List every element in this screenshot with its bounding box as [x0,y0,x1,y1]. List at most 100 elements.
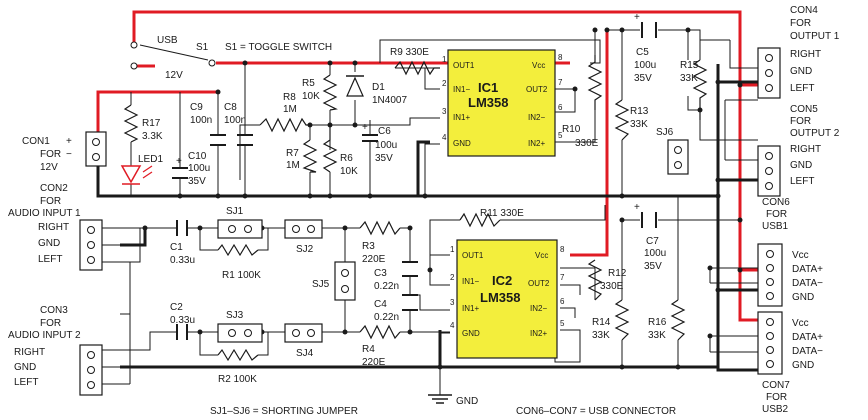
capacitor-c5: + C5 100u 35V [634,12,657,84]
ic1-name: IC1 [478,80,498,95]
s1-note: S1 = TOGGLE SWITCH [225,42,332,53]
resistor-r6: R6 10K [322,125,358,177]
con7-vcc: Vcc [792,318,809,329]
con5-left: LEFT [790,176,814,187]
capacitor-c7: + C7 100u 35V [634,202,666,272]
r7-label: R7 [286,148,299,159]
resistor-r15: R15 33K [680,59,708,120]
r13-value: 33K [630,119,648,130]
jumper-sj5: SJ5 [312,261,356,301]
con1-for: FOR [40,149,61,160]
ic2-pin-in1p: IN1+ [462,304,479,313]
r8-label: R8 [283,92,296,103]
ic1-pin-out1: OUT1 [453,61,475,70]
r14-value: 33K [592,330,610,341]
con7-gnd: GND [792,360,814,371]
c1-value: 0.33u [170,255,195,266]
r14-label: R14 [592,317,611,328]
ground-bus [96,64,758,372]
ic2-num-7: 7 [560,273,565,282]
c8-label: C8 [224,102,237,113]
con3-right: RIGHT [14,347,45,358]
ic2-pin-out2: OUT2 [528,279,550,288]
jumper-sj3: SJ3 [217,310,263,343]
sj6-label: SJ6 [656,127,674,138]
resistor-r3: R3 220E [359,220,401,265]
connector-con1: CON1 + FOR − 12V [22,131,107,173]
con6-gnd: GND [792,292,814,303]
con1-minus: − [66,149,72,160]
c4-label: C4 [374,299,387,310]
ic1-num-6: 6 [558,103,563,112]
sj4-label: SJ4 [296,348,314,359]
ic2-pin-out1: OUT1 [462,251,484,260]
sj2-label: SJ2 [296,244,314,255]
ic2-num-2: 2 [450,273,455,282]
ic1-pin-gnd: GND [453,139,471,148]
c10-label: C10 [188,151,207,162]
r9-label: R9 330E [390,47,429,58]
ic1-pin-out2: OUT2 [526,85,548,94]
con4-gnd: GND [790,66,812,77]
c3-label: C3 [374,268,387,279]
c6-value: 100u [375,140,397,151]
con2-label: CON2 [40,183,68,194]
c2-label: C2 [170,302,183,313]
con2-left: LEFT [38,254,62,265]
r13-label: R13 [630,106,649,117]
r10-label: R10 [562,124,581,135]
con3-gnd: GND [14,362,36,373]
con4-right: RIGHT [790,49,821,60]
c5-value: 100u [634,60,656,71]
con4-purpose: OUTPUT 1 [790,31,840,42]
r4-label: R4 [362,344,375,355]
resistor-r17: R17 3.3K [123,104,163,143]
con7-data-plus: DATA+ [792,332,823,343]
con2-right: RIGHT [38,222,69,233]
r17-value: 3.3K [142,131,163,142]
con4-label: CON4 [790,5,818,16]
gnd-label: GND [456,396,478,407]
c7-label: C7 [646,236,659,247]
con3-label: CON3 [40,305,68,316]
r15-value: 33K [680,73,698,84]
d1-value: 1N4007 [372,95,407,106]
s1-label: S1 [196,42,209,53]
capacitor-c10: + C10 100u 35V [172,151,210,187]
r7-value: 1M [286,160,300,171]
d1-label: D1 [372,82,385,93]
resistor-r12: R12 330E [587,259,627,301]
resistor-r7: R7 1M [286,139,318,173]
con6-purpose: USB1 [762,221,789,232]
r1-label: R1 100K [222,270,261,281]
c6-plus: + [362,122,368,133]
con6-data-minus: DATA− [792,278,823,289]
connector-note: CON6–CON7 = USB CONNECTOR [516,406,676,417]
jumper-sj1: SJ1 [217,206,263,239]
jumper-sj4: SJ4 [284,323,323,359]
capacitor-c8: C8 100n [224,102,253,146]
con6-label: CON6 [762,197,790,208]
resistor-r1: R1 100K [217,243,261,281]
ic1-pin-in1m: IN1− [453,85,470,94]
ic1-num-2: 2 [442,79,447,88]
c9-value: 100n [190,115,212,126]
con4-for: FOR [790,18,811,29]
resistor-r4: R4 220E [359,324,401,368]
resistor-r9: R9 330E [390,47,440,76]
capacitor-c9: C9 100n [190,102,226,146]
ic2-pin-in2m: IN2− [530,304,547,313]
connector-con6: CON6 FOR USB1 Vcc DATA+ DATA− GND [757,197,823,307]
ic1-pin-in2p: IN2+ [528,139,545,148]
c7-value: 100u [644,248,666,259]
con2-purpose: AUDIO INPUT 1 [8,208,81,219]
ic2-name: IC2 [492,273,512,288]
con6-data-plus: DATA+ [792,264,823,275]
led1-label: LED1 [138,154,163,165]
r12-label: R12 [608,268,627,279]
connector-con4: CON4 FOR OUTPUT 1 RIGHT GND LEFT [757,5,840,99]
con6-for: FOR [766,209,787,220]
ic1-pin-in1p: IN1+ [453,113,470,122]
r3-label: R3 [362,241,375,252]
